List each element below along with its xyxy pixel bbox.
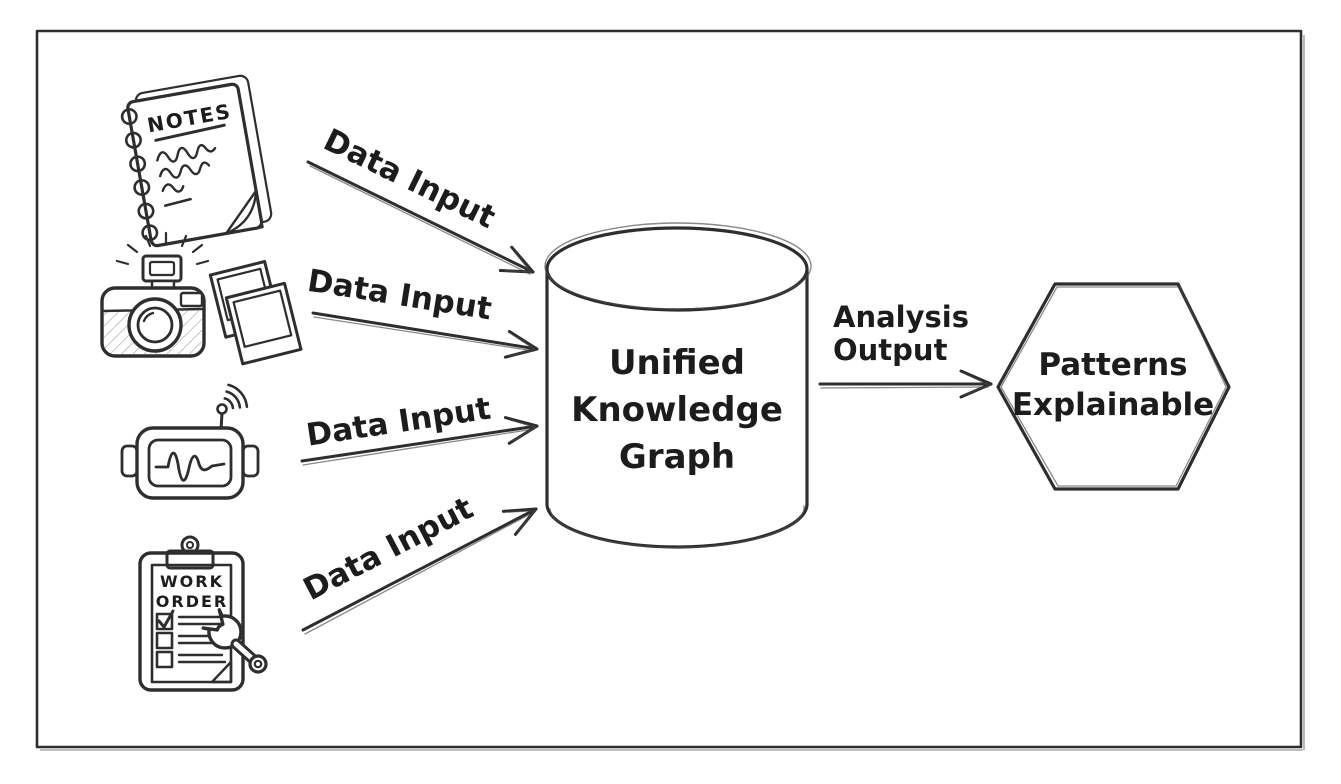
viewfinder [179, 291, 204, 308]
note-scribble [158, 161, 211, 179]
cylinder-label-line3: Graph [619, 437, 735, 477]
analysis-output-label-line1: Analysis [833, 300, 969, 334]
note-scribble [161, 183, 185, 193]
note-scribble [156, 143, 217, 163]
sensor-tab-right [241, 444, 260, 478]
camera-photos-icon [100, 231, 303, 366]
waveform [154, 451, 226, 482]
check-mark [157, 609, 175, 629]
work-order-line1: WORK [160, 572, 224, 591]
patterns-hexagon: Patterns Explainable [996, 282, 1231, 491]
camera-flash [141, 254, 183, 283]
clip [165, 549, 215, 570]
checklist [155, 609, 229, 669]
data-input-label-3: Data Input [304, 391, 493, 454]
work-order-clipboard-icon: WORK ORDER [138, 535, 268, 692]
paper-fold [210, 660, 233, 684]
hexagon-label-line2: Explainable [1012, 387, 1214, 423]
cylinder-label-line1: Unified [609, 343, 745, 383]
work-order-line2: ORDER [156, 592, 228, 611]
data-input-arrow-3: Data Input [300, 391, 539, 466]
data-input-arrow-4: Data Input [298, 490, 538, 635]
checkbox [155, 650, 174, 669]
antenna-tip [216, 403, 228, 415]
wifi-waves-icon [223, 383, 249, 410]
analysis-output-label-line2: Output [833, 333, 948, 367]
checkbox [155, 631, 174, 650]
page-fold [224, 189, 264, 235]
analysis-output-arrow: Analysis Output [818, 300, 993, 399]
data-input-arrow-1: Data Input [306, 122, 535, 275]
wrench-icon [201, 608, 268, 674]
hexagon-label-line1: Patterns [1038, 347, 1187, 383]
polaroid-photos [208, 260, 303, 366]
cylinder-label-line2: Knowledge [571, 390, 783, 430]
knowledge-graph-cylinder: Unified Knowledge Graph [544, 222, 812, 549]
diagram-frame [35, 29, 1303, 749]
flash-burst [115, 231, 210, 266]
spiral-binding [120, 108, 159, 242]
data-input-arrow-2: Data Input [305, 263, 539, 359]
data-input-label-4: Data Input [298, 490, 480, 608]
notebook-icon: NOTES [120, 74, 273, 248]
sensor-tab-left [120, 444, 139, 478]
wireless-sensor-icon [120, 383, 260, 500]
